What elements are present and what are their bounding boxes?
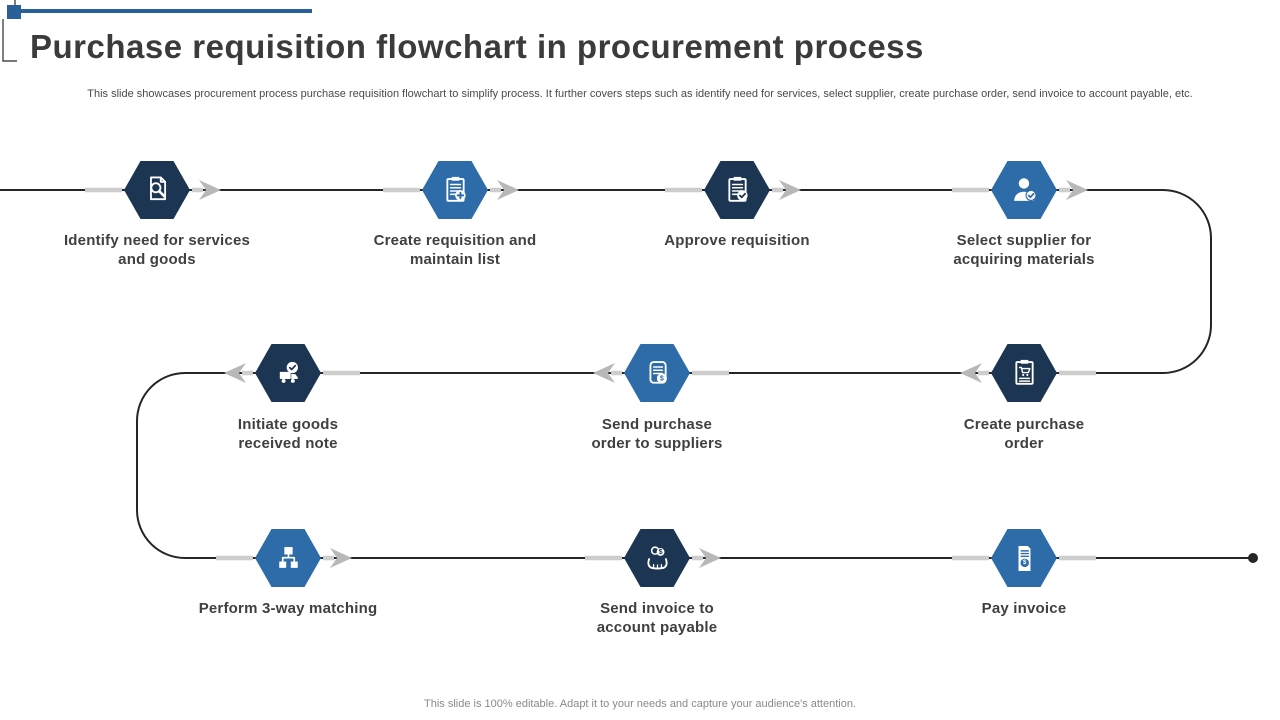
step-label: Create requisition and maintain list [373,232,537,268]
clipboard-add-icon [445,176,466,202]
hexagon-three-way-matching [255,529,321,587]
hexagon-pay-invoice: $ [991,529,1057,587]
page-title: Purchase requisition flowchart in procur… [30,28,924,65]
scroll-dollar-icon: $ [649,360,667,384]
hexagon-identify-need [124,161,190,219]
arrow-right-icon [1066,180,1088,200]
arrow-right-icon [699,548,721,568]
dollar-glyph: $ [658,548,662,555]
arrow-left-icon [593,363,615,383]
sitemap-icon [278,546,298,568]
hexagon-send-invoice: $ [624,529,690,587]
arrow-left-icon [224,363,246,383]
footer-note: This slide is 100% editable. Adapt it to… [424,698,856,710]
step-label: Initiate goods received note [237,416,339,452]
arrow-right-icon [199,180,221,200]
arrow-right-icon [330,548,352,568]
hands-coins-icon: $ [646,545,668,569]
arrow-right-icon [779,180,801,200]
dollar-glyph: $ [1023,560,1027,566]
accent-bar [21,9,312,13]
hexagon-approve-requisition [704,161,770,219]
step-label: Send invoice to account payable [596,600,718,636]
invoice-dollar-icon: $ [1018,545,1030,571]
step-label: Identify need for services and goods [63,232,251,268]
step-label: Select supplier for acquiring materials [953,232,1095,268]
accent-square [7,5,21,19]
step-label: Perform 3-way matching [198,600,378,617]
connector-stubs [85,187,1096,561]
hexagon-select-supplier [991,161,1057,219]
arrow-right-icon [497,180,519,200]
clipboard-cart-icon [1014,359,1034,385]
step-label: Create purchase order [963,416,1085,452]
clipboard-check-icon [727,176,748,202]
supplier-person-check-icon [1013,177,1037,201]
decor-corner-bracket [2,19,17,62]
dollar-glyph: $ [659,375,663,382]
delivery-truck-check-icon [279,361,298,383]
hexagon-create-requisition [422,161,488,219]
arrow-left-icon [960,363,982,383]
document-search-icon [149,176,166,200]
slide-subtitle: This slide showcases procurement process… [87,88,1193,100]
flow-end-dot [1248,553,1258,563]
step-label: Send purchase order to suppliers [591,416,723,452]
step-label: Approve requisition [664,232,810,249]
step-label: Pay invoice [981,600,1067,617]
